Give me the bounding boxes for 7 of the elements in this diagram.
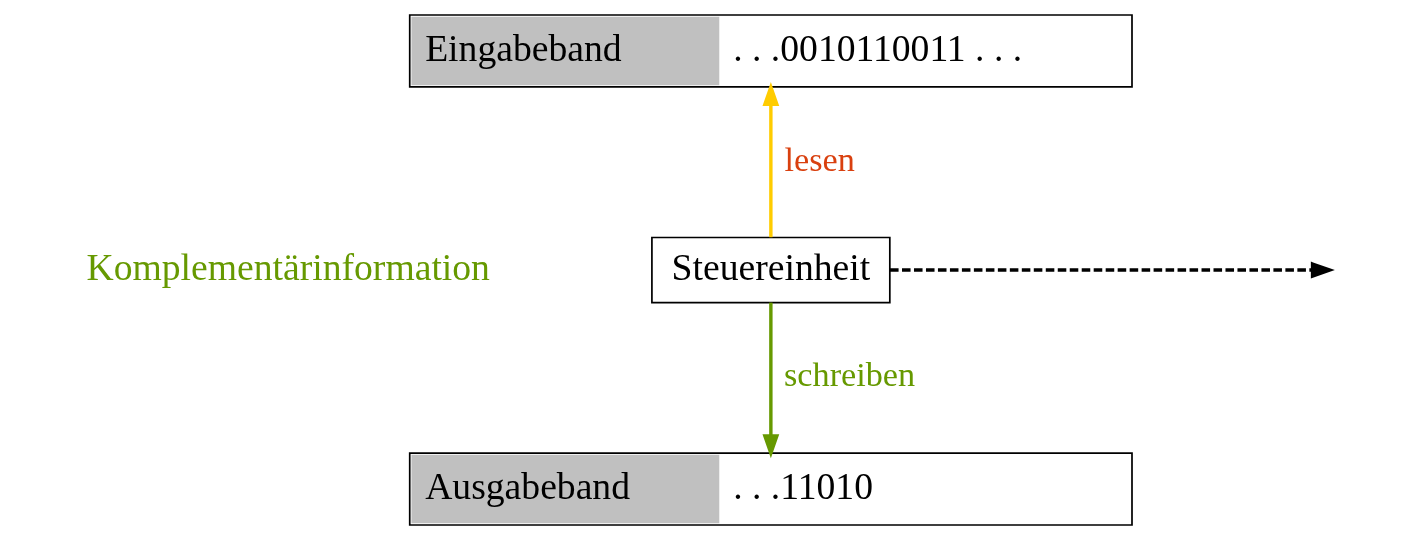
arrow	[762, 302, 780, 459]
arrow	[762, 82, 780, 238]
node-box: Steuereinheit	[651, 236, 891, 304]
label: Komplementärinformation	[86, 245, 490, 288]
edge-label: lesen	[784, 139, 855, 178]
arrow	[890, 261, 1335, 279]
edge-label: schreiben	[784, 355, 916, 394]
